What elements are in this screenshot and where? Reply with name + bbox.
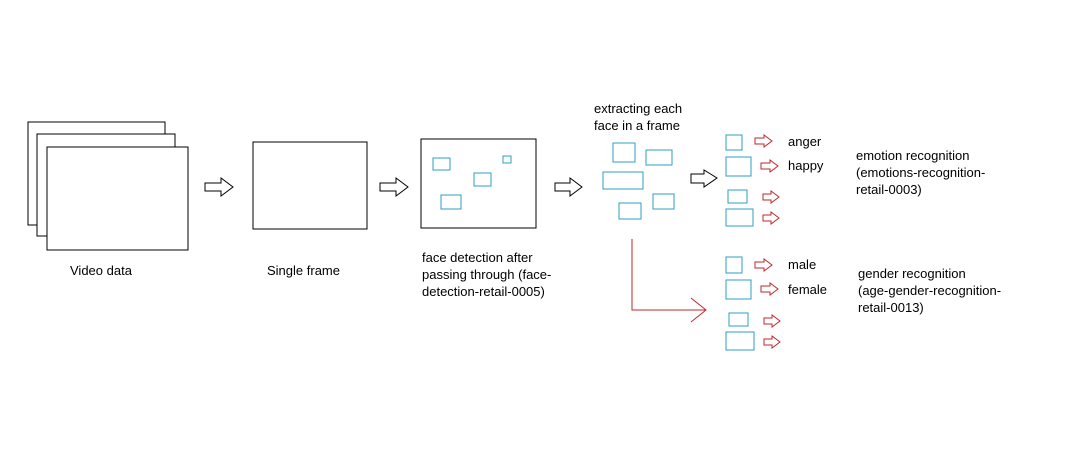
- red-arrow-icon: [762, 190, 780, 204]
- gender-output-female: female: [788, 282, 828, 297]
- single-frame: [252, 141, 368, 230]
- emotion-face-box: [725, 134, 743, 151]
- red-arrow-icon: [763, 314, 781, 328]
- extracted-face-box: [618, 202, 642, 220]
- gender-branch-line: [631, 239, 705, 311]
- emotion-face-box: [727, 189, 748, 204]
- face-detection-label: face detection after passing through (fa…: [422, 250, 552, 299]
- gender-face-box: [725, 256, 743, 274]
- detected-face-box: [432, 157, 451, 171]
- emotion-recognition-label: emotion recognition (emotions-recognitio…: [856, 148, 986, 197]
- gender-branch-arrowhead: [690, 297, 707, 323]
- emotion-output-anger: anger: [788, 134, 822, 149]
- extracted-face-box: [645, 149, 673, 166]
- extracted-face-box: [652, 193, 675, 210]
- emotion-output-happy: happy: [788, 158, 824, 173]
- emotion-face-box: [725, 156, 752, 177]
- detected-face-box: [502, 155, 512, 164]
- red-arrow-icon: [760, 282, 779, 296]
- extracting-faces-label: extracting each face in a frame: [594, 101, 683, 133]
- emotion-face-box: [725, 208, 754, 227]
- pipeline-arrow-3: [554, 177, 583, 197]
- video-data-label: Video data: [70, 263, 132, 278]
- gender-face-box: [725, 279, 752, 300]
- video-frames-stack: [27, 121, 189, 251]
- red-arrow-icon: [754, 134, 773, 148]
- gender-recognition-label: gender recognition (age-gender-recogniti…: [858, 266, 1002, 315]
- gender-face-box: [725, 331, 755, 351]
- red-arrow-icon: [763, 335, 781, 349]
- red-arrow-icon: [762, 211, 780, 225]
- video-frame-front: [46, 146, 189, 251]
- red-arrow-icon: [754, 258, 773, 272]
- pipeline-arrow-1: [204, 177, 234, 197]
- gender-output-male: male: [788, 257, 817, 272]
- detected-face-box: [473, 172, 492, 187]
- detected-face-box: [440, 194, 462, 210]
- red-arrow-icon: [760, 159, 779, 173]
- extracted-face-box: [612, 142, 636, 163]
- pipeline-arrow-2: [379, 177, 409, 197]
- single-frame-label: Single frame: [267, 263, 340, 278]
- detection-frame: [420, 138, 537, 229]
- gender-face-box: [728, 312, 749, 327]
- pipeline-arrow-4: [690, 169, 718, 188]
- extracted-face-box: [602, 171, 644, 190]
